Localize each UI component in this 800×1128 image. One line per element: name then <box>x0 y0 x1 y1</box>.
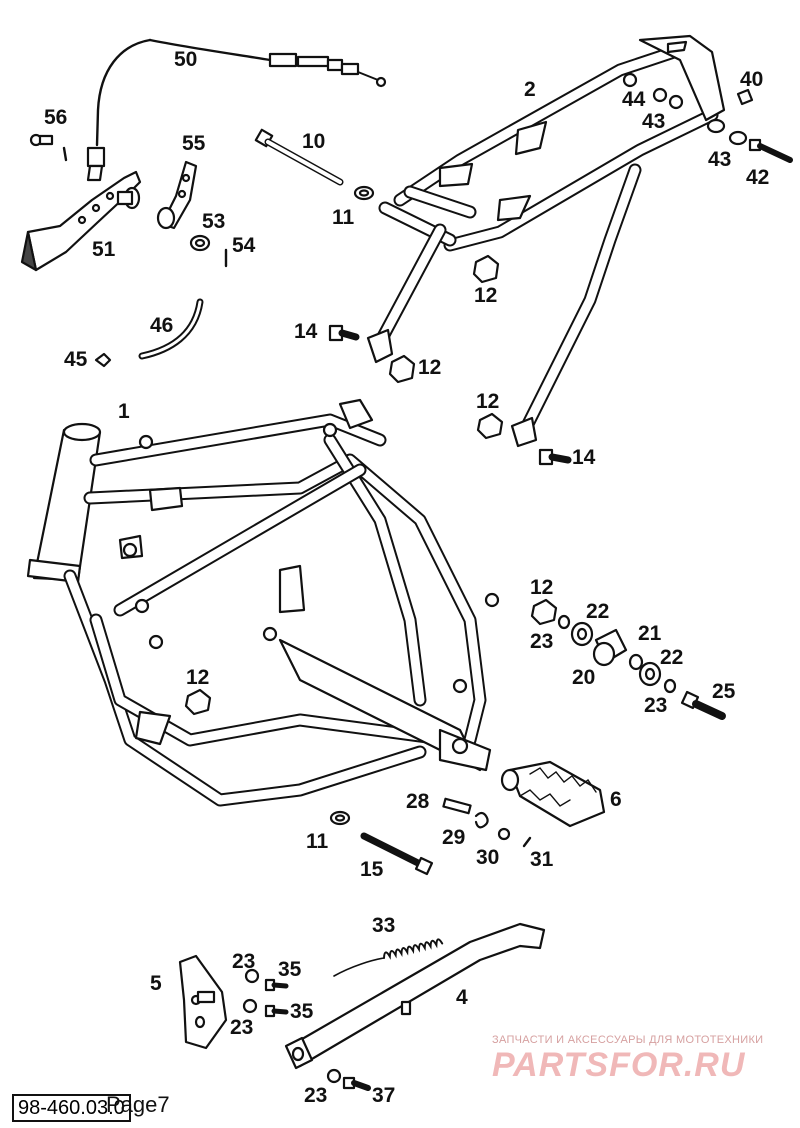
part-31-cotter-pin <box>522 836 532 848</box>
callout-56: 56 <box>44 106 67 129</box>
callout-5: 5 <box>150 972 162 995</box>
callout-12-e: 12 <box>530 576 553 599</box>
part-30-washer <box>497 827 511 841</box>
callout-23-c: 23 <box>232 950 255 973</box>
callout-28: 28 <box>406 790 430 813</box>
part-1-main-frame <box>26 398 500 807</box>
callout-37: 37 <box>372 1084 395 1107</box>
callout-22-b: 22 <box>660 646 683 669</box>
callout-43-b: 43 <box>708 148 731 171</box>
part-12-nut-b <box>388 354 416 384</box>
part-35-screw-b <box>264 1004 289 1018</box>
callout-43-a: 43 <box>642 110 665 133</box>
callout-54: 54 <box>232 234 256 257</box>
part-55-lever <box>156 160 198 230</box>
callout-2: 2 <box>524 78 536 101</box>
callout-50: 50 <box>174 48 197 71</box>
callout-55: 55 <box>182 132 206 155</box>
part-10-long-bolt <box>254 128 344 186</box>
watermark-tagline: ЗАПЧАСТИ И АКСЕССУАРЫ ДЛЯ МОТОТЕХНИКИ <box>492 1034 764 1046</box>
callout-40: 40 <box>740 68 763 91</box>
callout-44: 44 <box>622 88 646 111</box>
callout-42: 42 <box>746 166 769 189</box>
callout-12-a: 12 <box>474 284 497 307</box>
callout-30: 30 <box>476 846 499 869</box>
part-42-bolt <box>748 138 793 163</box>
callout-22-a: 22 <box>586 600 609 623</box>
callout-53: 53 <box>202 210 225 233</box>
callout-23-e: 23 <box>304 1084 327 1107</box>
part-43-washer <box>706 118 748 146</box>
part-37-screw <box>342 1076 371 1091</box>
part-51-brake-pedal <box>20 170 142 272</box>
part-20-bushing <box>592 628 628 667</box>
callout-12-d: 12 <box>186 666 209 689</box>
part-11-washer-upper <box>353 185 375 201</box>
callout-51: 51 <box>92 238 116 261</box>
callout-23-a: 23 <box>530 630 553 653</box>
callout-35-a: 35 <box>278 958 302 981</box>
callout-14-a: 14 <box>294 320 318 343</box>
part-23-washer-c <box>244 968 260 984</box>
part-22-washer-b <box>638 661 662 687</box>
part-45-clip <box>94 352 112 368</box>
part-5-bracket <box>178 954 228 1050</box>
part-35-screw-a <box>264 978 289 992</box>
callout-6: 6 <box>610 788 622 811</box>
part-21-spacer <box>628 653 644 671</box>
part-44-spacer <box>652 87 668 103</box>
callout-23-b: 23 <box>644 694 667 717</box>
part-23-washer-b <box>663 678 677 694</box>
callout-11-b: 11 <box>306 830 329 853</box>
part-4-side-stand <box>284 922 546 1070</box>
callout-25: 25 <box>712 680 736 703</box>
callout-29: 29 <box>442 826 465 849</box>
part-23-washer-a <box>557 614 571 630</box>
part-46-hose <box>138 298 204 360</box>
part-23-washer-d <box>242 998 258 1014</box>
part-6-footpeg <box>500 760 606 828</box>
callout-15: 15 <box>360 858 384 881</box>
part-22-washer-a <box>570 621 594 647</box>
part-40-cap <box>736 88 754 106</box>
part-53-washer <box>189 234 211 252</box>
part-12-nut-a <box>472 254 500 284</box>
part-56-bolt <box>29 133 68 162</box>
callout-23-d: 23 <box>230 1016 253 1039</box>
callout-45: 45 <box>64 348 88 371</box>
part-14-bolt-b <box>538 448 572 466</box>
callout-46: 46 <box>150 314 173 337</box>
callout-1: 1 <box>118 400 130 423</box>
part-23-washer-e <box>326 1068 342 1084</box>
callout-33: 33 <box>372 914 395 937</box>
part-11-washer-lower <box>329 810 351 826</box>
callout-labels: 50 2 40 44 43 43 42 56 55 10 11 53 54 51… <box>44 48 769 1107</box>
part-25-pivot-bolt <box>680 690 726 720</box>
callout-10: 10 <box>302 130 325 153</box>
callout-20: 20 <box>572 666 595 689</box>
callout-14-b: 14 <box>572 446 596 469</box>
part-14-bolt-a <box>328 324 360 342</box>
part-50-cable <box>86 38 387 182</box>
drawing-number: 98-460.03.0 <box>12 1094 131 1122</box>
callout-4: 4 <box>456 986 468 1009</box>
callout-31: 31 <box>530 848 554 871</box>
part-15-bolt <box>360 832 434 876</box>
callout-12-b: 12 <box>418 356 441 379</box>
part-12-nut-e <box>530 598 558 626</box>
part-33-spring <box>333 938 444 977</box>
watermark-logo: PARTSFOR.RU <box>492 1046 746 1084</box>
callout-21: 21 <box>638 622 662 645</box>
part-2-subframe <box>366 34 726 448</box>
callout-35-b: 35 <box>290 1000 314 1023</box>
part-12-nut-c <box>476 412 504 440</box>
part-28-pin <box>442 797 472 815</box>
page-label: Page7 <box>106 1092 170 1117</box>
callout-11-a: 11 <box>332 206 355 229</box>
callout-12-c: 12 <box>476 390 499 413</box>
part-12-nut-d <box>184 688 212 716</box>
part-29-spring <box>474 811 489 829</box>
